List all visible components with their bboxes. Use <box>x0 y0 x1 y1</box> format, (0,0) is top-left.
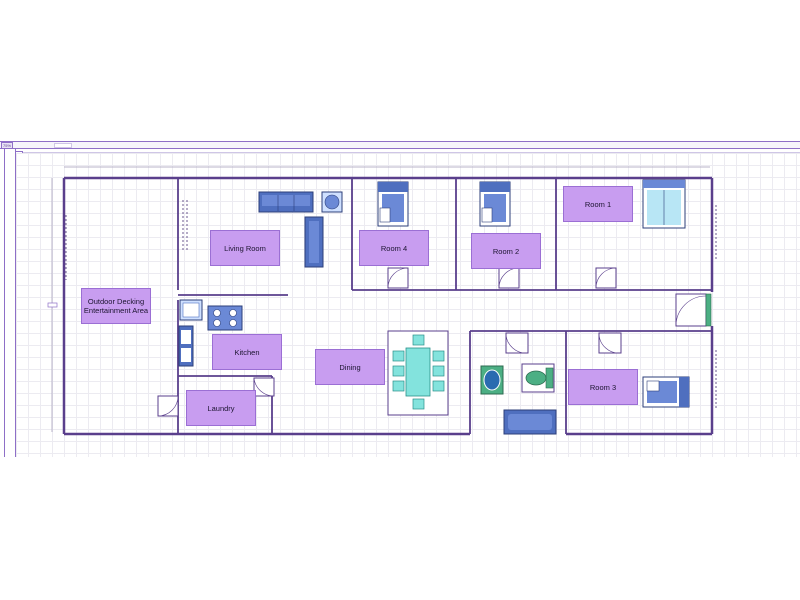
door-room2-icon <box>498 267 520 289</box>
dining-chairs[interactable] <box>392 334 445 410</box>
kitchen-sink-icon[interactable] <box>178 325 194 367</box>
bed-icon-room1[interactable] <box>642 179 686 229</box>
armchair-icon[interactable] <box>321 191 343 213</box>
door-room1-icon <box>595 267 617 289</box>
toolbar-handle[interactable] <box>54 143 72 148</box>
room-label-living-room[interactable]: Living Room <box>210 230 280 266</box>
door-room3-icon <box>598 332 622 354</box>
door-laundry-icon <box>253 377 275 397</box>
window-markers <box>65 200 717 410</box>
stove-icon[interactable] <box>207 305 243 331</box>
bathroom-basin-icon[interactable] <box>480 365 504 395</box>
toilet-icon[interactable] <box>521 363 555 393</box>
top-toolbar <box>0 141 800 149</box>
room-label-dining[interactable]: Dining <box>315 349 385 385</box>
sofa-icon[interactable] <box>258 191 314 213</box>
room-label-laundry[interactable]: Laundry <box>186 390 256 426</box>
door-front-icon <box>675 293 707 327</box>
room-label-outdoor[interactable]: Outdoor Decking Entertainment Area <box>81 288 151 324</box>
door-room4-icon <box>387 267 409 289</box>
bed-icon-room3[interactable] <box>642 376 690 408</box>
room-label-kitchen[interactable]: Kitchen <box>212 334 282 370</box>
door-laundry-exterior-icon <box>157 395 179 417</box>
drawing-canvas[interactable]: Outdoor Decking Entertainment Area Livin… <box>16 153 800 457</box>
floor-plan <box>47 166 717 436</box>
front-door-panel <box>705 293 712 327</box>
side-sofa-icon[interactable] <box>304 216 324 268</box>
room-label-room-2[interactable]: Room 2 <box>471 233 541 269</box>
exterior-walls <box>62 176 714 436</box>
dimension-marker <box>47 302 58 308</box>
bed-icon-room4[interactable] <box>377 181 409 227</box>
fridge-icon[interactable] <box>179 299 203 321</box>
room-label-room-4[interactable]: Room 4 <box>359 230 429 266</box>
door-icons[interactable] <box>157 267 707 417</box>
zoom-indicator[interactable]: 75% <box>1 142 14 149</box>
bed-icon-room2[interactable] <box>479 181 511 227</box>
door-bath-icon <box>505 332 529 354</box>
room-label-room-3[interactable]: Room 3 <box>568 369 638 405</box>
horizontal-ruler <box>16 149 800 153</box>
bathtub-icon[interactable] <box>503 409 557 435</box>
vertical-ruler <box>0 149 16 457</box>
room-label-room-1[interactable]: Room 1 <box>563 186 633 222</box>
